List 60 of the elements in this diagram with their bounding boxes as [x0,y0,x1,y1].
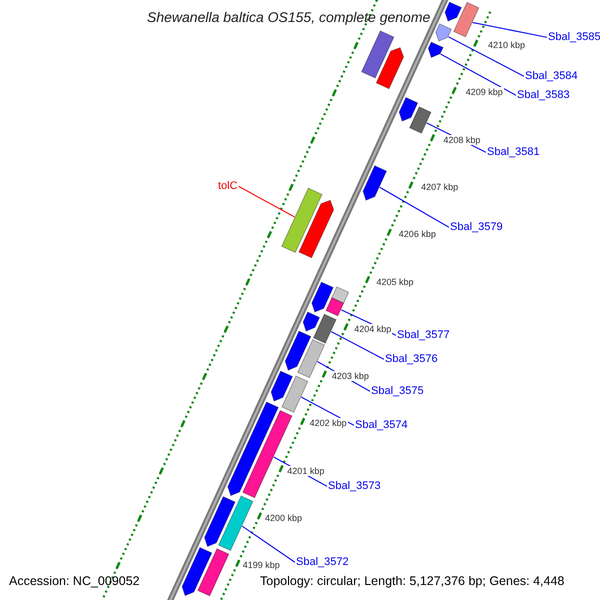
gene-feature [376,47,404,90]
gene-label: Sbal_3572 [296,556,349,569]
gene-feature [218,495,254,552]
leader-line [300,396,354,426]
scale-label: 4199 kbp [242,560,281,571]
gene-label: Sbal_3575 [371,385,424,398]
gene-feature [302,311,320,332]
gene-feature [409,106,432,134]
gene-feature [182,546,212,596]
gene-feature [444,2,462,22]
leader-line [330,331,384,360]
scale-label: 4207 kbp [420,182,460,192]
scale-label: 4205 kbp [376,276,415,287]
leader-line [448,36,524,77]
scale-label: 4201 kbp [286,466,326,476]
gene-feature [311,282,334,313]
gene-feature [297,339,326,378]
gene-label: Sbal_3579 [450,221,503,234]
leader-line [242,526,296,563]
gene-feature [284,330,312,371]
scale-label: 4209 kbp [464,87,504,98]
gene-label: Sbal_3573 [328,480,381,493]
gene-feature [435,23,452,42]
gene-feature [298,200,334,258]
gene-feature [362,165,388,201]
gene-label: Sbal_3576 [385,353,438,366]
scale-label: 4210 kbp [487,40,526,50]
gene-feature [325,297,344,316]
gene-feature [197,548,230,596]
gene-feature [281,375,308,413]
leader-line [379,186,450,228]
gene-feature [398,96,418,122]
gene-feature [270,370,294,402]
scale-label: 4202 kbp [308,418,348,429]
gene-feature [204,496,236,548]
genome-info-text: Topology: circular; Length: 5,127,376 bp; Genes: 4,448 [260,574,564,588]
leader-line [238,186,296,218]
leader-line [440,54,516,96]
gene-label: Sbal_3583 [517,89,570,102]
gene-feature [331,286,350,304]
title: Shewanella baltica OS155, complete genome [147,9,430,26]
scale-label: 4204 kbp [353,324,392,334]
gene-feature [281,188,323,254]
scale-label: 4203 kbp [330,371,370,382]
gene-label: Sbal_3585 [548,31,600,44]
genome-info-text: Accession: NC_009052 [9,574,140,588]
gene-label: Sbal_3581 [487,146,540,159]
gene-label: Sbal_3574 [355,419,408,432]
gene-label: Sbal_3577 [397,329,450,342]
scale-label: 4200 kbp [264,513,304,524]
gene-feature [227,401,279,496]
scale-label: 4208 kbp [442,134,482,145]
gene-feature [428,42,444,58]
gene-feature [312,314,337,344]
gene-feature [361,30,394,79]
gene-label: Sbal_3584 [525,70,578,83]
scale-label: 4206 kbp [398,229,437,240]
gene-feature [453,2,480,38]
leader-line [472,22,548,38]
gene-label: tolC [218,180,238,193]
